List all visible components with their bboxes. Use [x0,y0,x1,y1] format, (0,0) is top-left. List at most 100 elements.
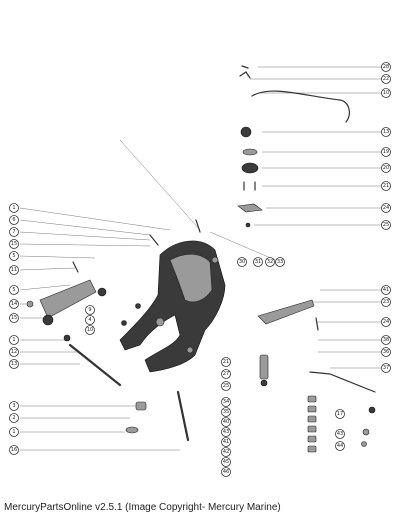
callouts-lower-right: 34 35 40 43 41 42 45 46 17 43 44 [221,397,345,477]
callout-bubble: 17 [335,409,345,419]
callout-number: 7 [12,229,15,235]
callout-number: 38 [383,337,389,343]
callout-bubble: 35 [221,407,231,417]
callout-number: 36 [383,349,389,355]
callout-number: 21 [383,183,389,189]
callout-bubble: 38 [381,335,391,345]
callout-number: 41 [223,439,229,445]
callout-number: 6 [12,217,15,223]
callout-bubble: 10 [85,325,95,335]
callout-bubble: 14 [9,299,19,309]
leader-lines [19,66,384,451]
callout-number: 1 [12,337,15,343]
callout-bubble: 43 [335,429,345,439]
callout-bubble: 20 [381,163,391,173]
hardware-left [26,219,201,434]
callout-bubble: 21 [221,357,231,367]
callout-bubble: 13 [381,127,391,137]
callout-number: 2 [12,415,15,421]
callout-bubble: 19 [381,147,391,157]
callout-number: 14 [11,301,17,307]
callout-bubble: 34 [221,397,231,407]
callouts-left: 1 6 7 15 5 11 5 14 15 1 12 13 3 2 1 16 [9,203,19,455]
callout-bubble: 3 [9,401,19,411]
callout-bubble: 41 [381,285,391,295]
callout-bubble: 24 [381,317,391,327]
callout-bubble: 1 [9,335,19,345]
callout-number: 46 [223,469,229,475]
callout-bubble: 21 [381,181,391,191]
callout-number: 31 [255,259,261,265]
callout-number: 13 [383,129,389,135]
callout-number: 1 [12,205,15,211]
hardware-right [237,65,376,447]
callout-number: 44 [337,443,343,449]
callout-number: 9 [88,307,91,313]
callout-number: 37 [383,365,389,371]
callout-number: 5 [12,253,15,259]
callout-number: 16 [11,447,17,453]
callout-bubble: 15 [9,313,19,323]
callout-bubble: 46 [221,467,231,477]
exploded-parts-diagram: 28 22 10 13 19 20 21 24 25 41 23 24 38 3… [9,62,391,477]
callout-number: 5 [12,287,15,293]
callouts-right: 28 22 10 13 19 20 21 24 25 41 23 24 38 3… [381,62,391,373]
callout-number: 32 [267,259,273,265]
callouts-mid: 9 4 10 30 31 32 33 21 27 25 [85,257,285,391]
callout-number: 17 [337,411,343,417]
callout-number: 23 [383,299,389,305]
callout-number: 19 [383,149,389,155]
callout-bubble: 24 [381,203,391,213]
callout-bubble: 7 [9,227,19,237]
callout-bubble: 4 [85,315,95,325]
callout-number: 10 [383,90,389,96]
hardware-stack [307,395,317,453]
callout-bubble: 11 [9,265,19,275]
callout-bubble: 15 [9,239,19,249]
callout-number: 15 [11,315,17,321]
callout-bubble: 42 [221,447,231,457]
callout-bubble: 41 [221,437,231,447]
callout-bubble: 31 [253,257,263,267]
callout-number: 27 [223,371,229,377]
callout-bubble: 45 [221,457,231,467]
callout-bubble: 13 [9,359,19,369]
callout-number: 3 [12,403,15,409]
callout-bubble: 6 [9,215,19,225]
callout-number: 20 [383,165,389,171]
callout-number: 33 [277,259,283,265]
callout-bubble: 30 [237,257,247,267]
callout-bubble: 1 [9,427,19,437]
callout-number: 43 [223,429,229,435]
callout-bubble: 23 [381,297,391,307]
callout-bubble: 16 [9,445,19,455]
callout-number: 22 [383,76,389,82]
callout-number: 13 [11,361,17,367]
callout-bubble: 27 [221,369,231,379]
copyright-footer: MercuryPartsOnline v2.5.1 (Image Copyrig… [4,502,281,513]
callout-bubble: 10 [381,88,391,98]
callout-bubble: 32 [265,257,275,267]
callout-bubble: 44 [335,441,345,451]
callout-number: 41 [383,287,389,293]
callout-number: 21 [223,359,229,365]
callout-number: 28 [383,64,389,70]
swivel-bracket [119,240,226,373]
callout-number: 24 [383,205,389,211]
callout-bubble: 12 [9,347,19,357]
callout-number: 10 [87,327,93,333]
callout-bubble: 9 [85,305,95,315]
callout-bubble: 40 [221,417,231,427]
callout-bubble: 37 [381,363,391,373]
callout-bubble: 25 [381,220,391,230]
callout-bubble: 25 [221,381,231,391]
callout-number: 42 [223,449,229,455]
callout-number: 34 [223,399,229,405]
callout-number: 40 [223,419,229,425]
callout-bubble: 1 [9,203,19,213]
callout-number: 30 [239,259,245,265]
callout-bubble: 5 [9,251,19,261]
clamp-handle [39,234,190,442]
callout-bubble: 43 [221,427,231,437]
callout-number: 12 [11,349,17,355]
